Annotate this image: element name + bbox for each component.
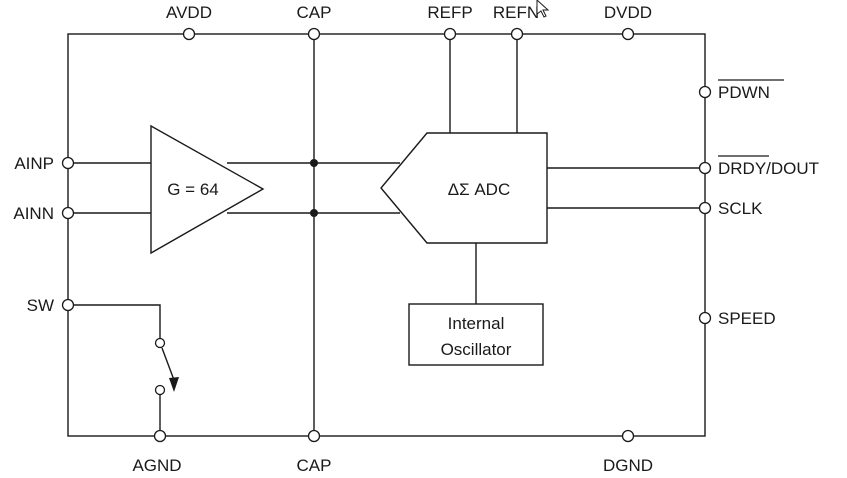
pin-speed — [698, 311, 712, 325]
adc-block — [380, 132, 548, 244]
pin-refp — [443, 27, 457, 41]
mouse-pointer-icon — [536, 0, 550, 18]
pin-dvdd — [621, 27, 635, 41]
label-dvdd: DVDD — [604, 3, 652, 22]
label-cap-bottom: CAP — [297, 456, 332, 475]
label-avdd: AVDD — [166, 3, 212, 22]
oscillator-block — [408, 303, 544, 366]
junction-dot-n — [310, 209, 318, 217]
adc-label: ΔΣ ADC — [448, 180, 510, 199]
pin-agnd — [153, 429, 167, 443]
pin-dgnd — [621, 429, 635, 443]
amplifier-label: G = 64 — [167, 180, 219, 199]
pin-avdd — [182, 27, 196, 41]
pin-refn — [510, 27, 524, 41]
label-drdy-dout: DRDY/DOUT — [718, 159, 819, 178]
pin-pdwn — [698, 85, 712, 99]
pin-cap-bottom — [307, 429, 321, 443]
label-refn: REFN — [493, 3, 539, 22]
label-sw: SW — [27, 296, 54, 315]
label-agnd: AGND — [132, 456, 181, 475]
pin-drdy-dout — [698, 161, 712, 175]
label-ainp: AINP — [14, 154, 54, 173]
label-speed: SPEED — [718, 309, 776, 328]
pin-cap-top — [307, 27, 321, 41]
switch-contact-bottom — [154, 384, 166, 396]
label-cap-top: CAP — [297, 3, 332, 22]
pin-sclk — [698, 201, 712, 215]
switch-contact-top — [154, 337, 166, 349]
chip-outline — [67, 33, 706, 437]
junction-dot-p — [310, 159, 318, 167]
pin-sw — [61, 298, 75, 312]
sw-wire — [68, 304, 161, 343]
switch-arrowhead — [169, 377, 179, 392]
label-sclk: SCLK — [718, 199, 763, 218]
amplifier-block — [150, 124, 265, 255]
label-dgnd: DGND — [603, 456, 653, 475]
label-refp: REFP — [427, 3, 472, 22]
oscillator-label-line1: Internal — [448, 314, 505, 333]
label-pdwn: PDWN — [718, 83, 770, 102]
pin-ainn — [61, 206, 75, 220]
pin-ainp — [61, 156, 75, 170]
label-ainn: AINN — [13, 204, 54, 223]
label-dout: /DOUT — [766, 159, 819, 178]
oscillator-label-line2: Oscillator — [441, 340, 512, 359]
switch-arm — [161, 347, 175, 381]
label-drdy: DRDY — [718, 159, 766, 178]
